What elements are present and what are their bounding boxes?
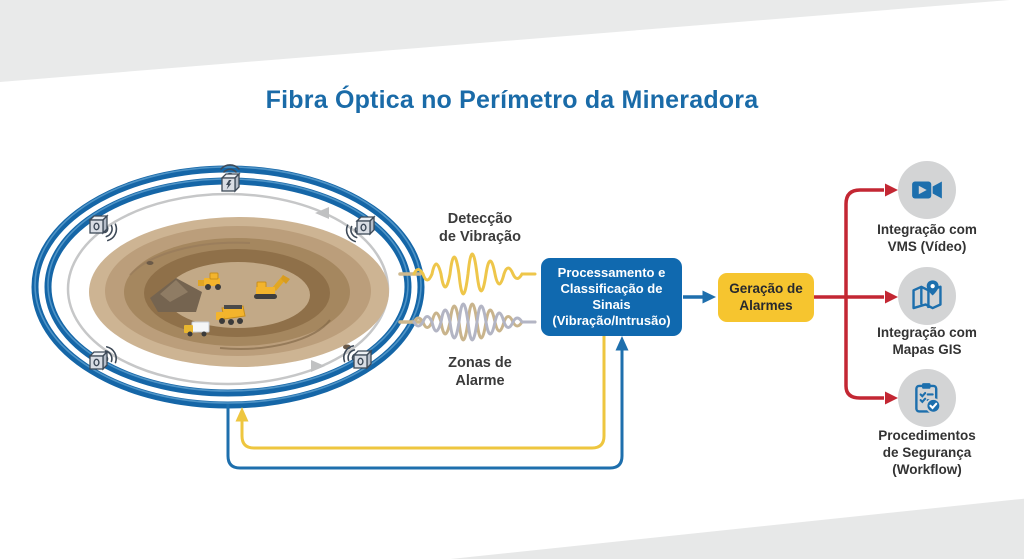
sensor-node bbox=[345, 215, 376, 243]
alarm-generation-node: Geração de Alarmes bbox=[718, 273, 814, 322]
feedback-blue-arrowhead bbox=[615, 336, 629, 351]
lightning-bolt-icon bbox=[226, 180, 232, 190]
service-truck bbox=[184, 321, 210, 337]
alarm-zones-label: Zonas de Alarme bbox=[448, 355, 512, 390]
output-label-gis: Integração com Mapas GIS bbox=[877, 325, 977, 357]
processing-node: Processamento e Classificação de Sinais … bbox=[541, 258, 682, 336]
output-circle-vms bbox=[898, 161, 956, 219]
output-label-workflow: Procedimentos de Segurança (Workflow) bbox=[878, 428, 976, 477]
feedback-loops bbox=[226, 335, 629, 470]
dump-truck bbox=[216, 305, 246, 325]
workflow-checklist-icon bbox=[915, 383, 942, 414]
output-label-vms: Integração com VMS (Vídeo) bbox=[877, 222, 977, 254]
feedback-blue-line bbox=[226, 350, 624, 470]
ring-arrow-cw bbox=[311, 360, 325, 372]
sensor-node bbox=[88, 214, 118, 242]
feedback-yellow-line bbox=[240, 335, 606, 450]
sensor-node-power bbox=[220, 164, 241, 193]
alarm-zone-wave bbox=[412, 302, 537, 342]
sensor-nodes bbox=[88, 164, 376, 371]
rock-pile bbox=[150, 278, 202, 312]
output-circle-workflow bbox=[898, 369, 956, 427]
sensor-node bbox=[343, 345, 373, 370]
video-camera-icon bbox=[912, 181, 942, 199]
processing-to-alarm-arrow bbox=[683, 290, 716, 304]
signal-waves bbox=[398, 252, 537, 342]
excavator bbox=[254, 275, 290, 299]
page-title: Fibra Óptica no Perímetro da Mineradora bbox=[265, 86, 759, 114]
gis-map-pin-icon bbox=[912, 280, 942, 310]
vibration-wave bbox=[412, 252, 537, 296]
alarm-distribution-connector bbox=[813, 183, 898, 405]
vibration-detection-label: Detecção de Vibração bbox=[439, 211, 521, 246]
ring-arrow-ccw bbox=[315, 207, 329, 219]
output-circle-gis bbox=[898, 267, 956, 325]
open-pit-mine-illustration bbox=[89, 217, 389, 367]
sensor-node bbox=[88, 346, 117, 371]
wheel-loader bbox=[198, 272, 221, 290]
feedback-yellow-arrowhead bbox=[235, 407, 249, 422]
